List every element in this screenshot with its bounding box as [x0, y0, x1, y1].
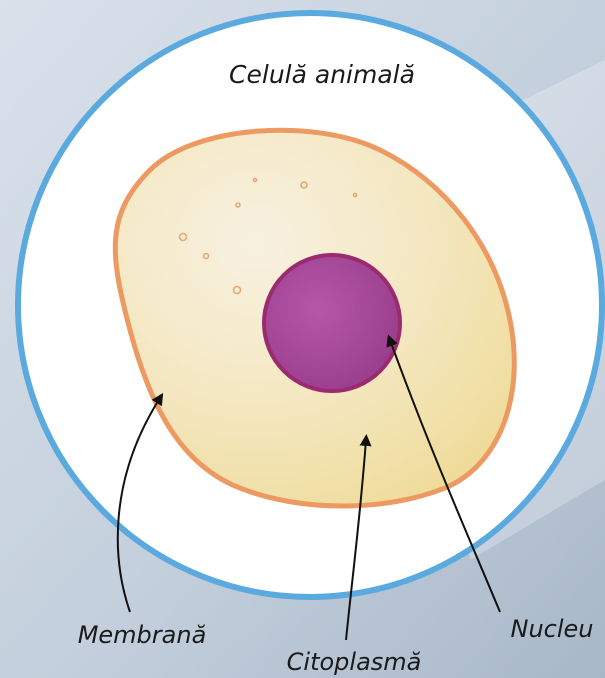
diagram-title: Celulă animală — [229, 60, 415, 89]
label-nucleus: Nucleu — [510, 615, 593, 643]
nucleus — [264, 255, 400, 391]
label-cytoplasm: Citoplasmă — [287, 648, 422, 676]
label-membrane: Membrană — [78, 621, 207, 649]
